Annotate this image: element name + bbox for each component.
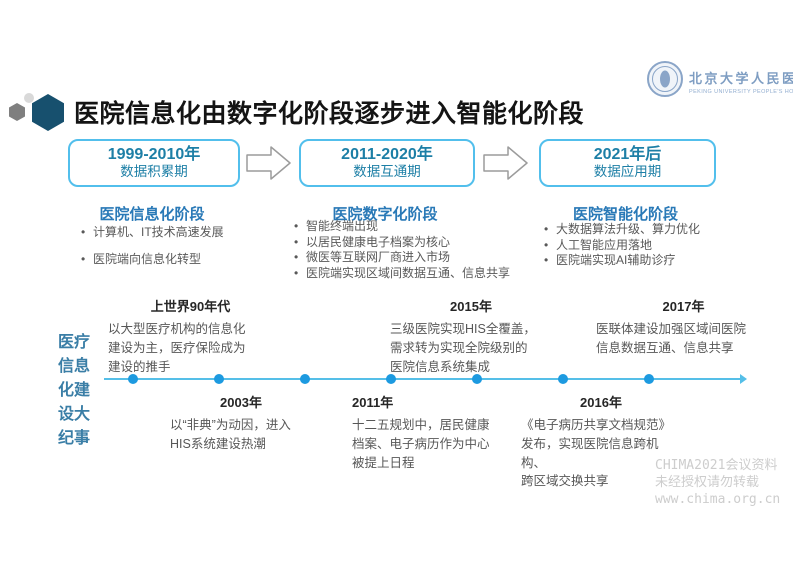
timeline-dot: [472, 374, 482, 384]
large-hexagon-icon: [32, 94, 64, 131]
flow-arrow-icon: [483, 144, 529, 187]
bullet-item: 人工智能应用落地: [543, 238, 763, 254]
timeline-year: 上世界90年代: [150, 299, 231, 314]
stage-label: 数据互通期: [353, 164, 421, 180]
timeline-item-2017: 2017年 医联体建设加强区域间医院 信息数据互通、信息共享: [596, 296, 771, 358]
bullet-list-stage-3: 大数据算法升级、算力优化 人工智能应用落地 医院端实现AI辅助诊疗: [543, 222, 763, 269]
timeline-dot: [214, 374, 224, 384]
timeline-side-label: 医疗信息化建设大纪事: [58, 334, 91, 447]
stage-label: 数据积累期: [120, 164, 188, 180]
bullet-list-stage-2: 智能终端出现 以居民健康电子档案为核心 微医等互联网厂商进入市场 医院端实现区域…: [293, 219, 518, 281]
watermark-line: www.chima.org.cn: [655, 492, 781, 508]
stage-period: 2021年后: [593, 145, 662, 163]
timeline-dot: [644, 374, 654, 384]
page-title: 医院信息化由数字化阶段逐步进入智能化阶段: [74, 100, 585, 128]
timeline-year: 2011年: [352, 395, 394, 410]
timeline-text: 医联体建设加强区域间医院 信息数据互通、信息共享: [596, 322, 747, 355]
bullet-item: 大数据算法升级、算力优化: [543, 222, 763, 238]
bullet-list-stage-1: 计算机、IT技术高速发展 医院端向信息化转型: [80, 225, 290, 267]
bullet-item: 计算机、IT技术高速发展: [80, 225, 290, 241]
timeline-text: 以大型医疗机构的信息化 建设为主，医疗保险成为 建设的推手: [108, 322, 246, 374]
timeline-year: 2015年: [450, 299, 492, 314]
timeline-year: 2017年: [662, 299, 705, 314]
bullet-item: 医院端实现AI辅助诊疗: [543, 253, 763, 269]
stage-box-2011-2020: 2011-2020年 数据互通期: [299, 139, 475, 187]
stage-label: 数据应用期: [593, 164, 662, 180]
hospital-name-en: PEKING UNIVERSITY PEOPLE'S HOSPITAL: [689, 89, 793, 95]
timeline-item-1990s: 上世界90年代 以大型医疗机构的信息化 建设为主，医疗保险成为 建设的推手: [108, 296, 273, 376]
timeline-year: 2016年: [580, 395, 622, 410]
watermark: CHIMA2021会议资料 未经授权请勿转载 www.chima.org.cn: [655, 457, 780, 508]
timeline-dot: [386, 374, 396, 384]
flow-arrow-icon: [246, 144, 292, 187]
timeline-dot: [300, 374, 310, 384]
watermark-line: 未经授权请勿转载: [655, 475, 760, 491]
watermark-line: CHIMA2021会议资料: [655, 458, 778, 473]
hospital-emblem-icon: [646, 60, 684, 103]
timeline-item-2011: 2011年 十二五规划中，居民健康 档案、电子病历作为中心 被提上日程: [352, 392, 500, 472]
timeline-text: 三级医院实现HIS全覆盖， 需求转为实现全院级别的 医院信息系统集成: [390, 322, 536, 374]
timeline-text: 十二五规划中，居民健康 档案、电子病历作为中心 被提上日程: [352, 418, 490, 470]
small-hexagon-icon: [9, 103, 25, 121]
hospital-logo: 北京大学人民医院 PEKING UNIVERSITY PEOPLE'S HOSP…: [646, 60, 793, 103]
timeline-text: 以“非典”为动因，进入 HIS系统建设热潮: [170, 418, 291, 451]
timeline-dot: [128, 374, 138, 384]
stage-box-2021-later: 2021年后 数据应用期: [539, 139, 716, 187]
bullet-item: 以居民健康电子档案为核心: [293, 235, 518, 251]
phase-header-informatization: 医院信息化阶段: [99, 206, 205, 223]
stage-period: 1999-2010年: [107, 145, 201, 163]
timeline-year: 2003年: [220, 395, 262, 410]
bullet-item: 医院端向信息化转型: [80, 252, 290, 268]
bullet-item: 医院端实现区域间数据互通、信息共享: [293, 266, 518, 282]
bullet-item: 智能终端出现: [293, 219, 518, 235]
timeline-item-2016: 2016年 《电子病历共享文档规范》 发布，实现医院信息跨机构、 跨区域交换共享: [521, 392, 681, 491]
stage-box-1999-2010: 1999-2010年 数据积累期: [68, 139, 240, 187]
decorative-dot: [24, 93, 34, 103]
timeline-dot: [558, 374, 568, 384]
timeline-item-2003: 2003年 以“非典”为动因，进入 HIS系统建设热潮: [170, 392, 312, 454]
bullet-item: 微医等互联网厂商进入市场: [293, 250, 518, 266]
phase-header-intelligence: 医院智能化阶段: [572, 206, 678, 223]
hospital-name-cn: 北京大学人民医院: [689, 71, 793, 86]
timeline-axis: [104, 374, 747, 384]
timeline-text: 《电子病历共享文档规范》 发布，实现医院信息跨机构、 跨区域交换共享: [521, 418, 672, 489]
timeline-item-2015: 2015年 三级医院实现HIS全覆盖， 需求转为实现全院级别的 医院信息系统集成: [390, 296, 552, 376]
stage-period: 2011-2020年: [341, 145, 433, 163]
